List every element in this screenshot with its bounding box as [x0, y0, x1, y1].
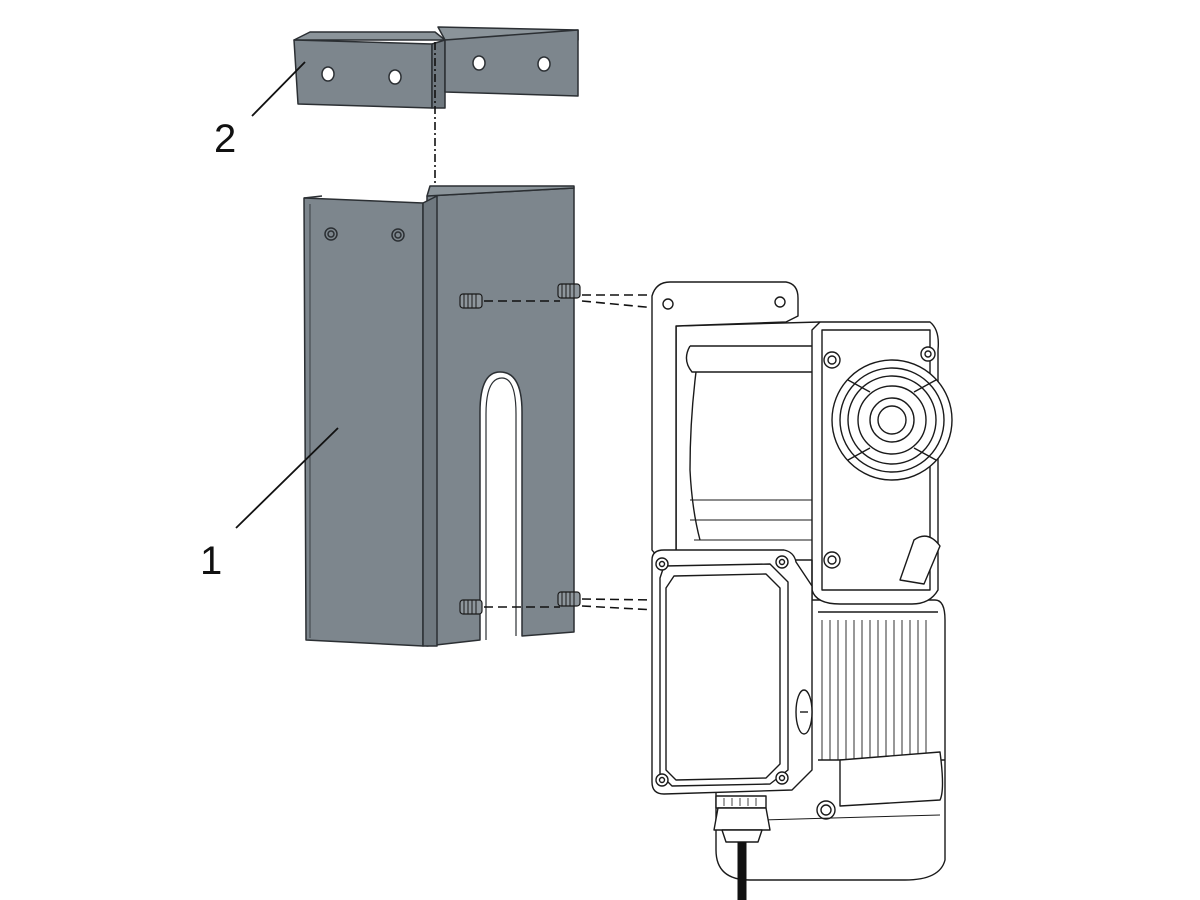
bracket-hole [321, 66, 335, 82]
stud-bolt [557, 591, 581, 607]
callout-1: 1 [200, 539, 222, 583]
terminal-box [651, 549, 813, 795]
gear-motor [651, 281, 953, 881]
stud-bolts [459, 283, 581, 615]
alignment-lines-horizontal [484, 294, 657, 611]
callout-1-leader [235, 427, 339, 529]
stud-bolt [459, 599, 483, 615]
cover-hole [391, 228, 405, 242]
stud-bolt [557, 283, 581, 299]
cover [303, 185, 575, 647]
cable-gland [713, 795, 771, 843]
callout-2-leader [251, 61, 306, 117]
callout-2: 2 [214, 117, 236, 161]
mounting-flange [651, 281, 799, 561]
flange-hole [662, 298, 674, 310]
bracket-hole [472, 55, 486, 71]
cover-hole [324, 227, 338, 241]
stud-bolt [459, 293, 483, 309]
top-bracket [293, 26, 579, 109]
hex-plug [816, 800, 836, 820]
bracket-hole [537, 56, 551, 72]
output-face [821, 329, 953, 591]
flange-hole [774, 296, 786, 308]
bracket-hole [388, 69, 402, 85]
cooling-fins [821, 620, 927, 760]
